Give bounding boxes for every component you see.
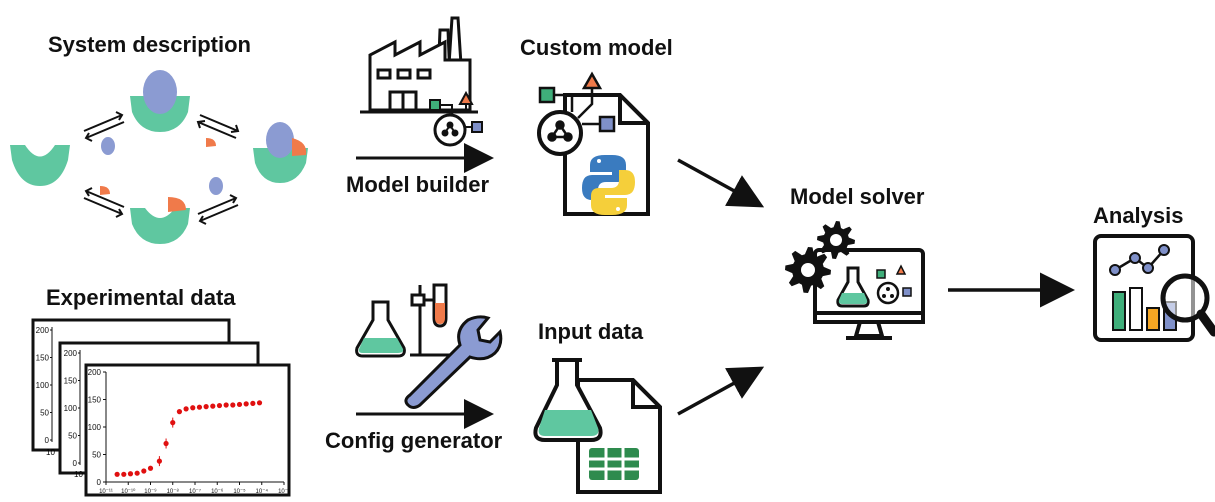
experimental-plots: 0 50 100 150 200 10⁻¹ 0 50 100 150 200 10⁻¹ 0 50 1…	[31, 318, 291, 497]
python-document-icon	[537, 71, 650, 216]
experimental-data-label: Experimental data	[46, 285, 236, 310]
gear-icon	[817, 221, 855, 259]
y-tick-label: 0	[97, 478, 102, 487]
back-plot-y-tick: 200	[64, 349, 78, 358]
receptor-orange-bound-icon	[130, 197, 190, 244]
data-point	[243, 401, 249, 407]
data-point	[223, 402, 229, 408]
free-blue-ligand-icon	[209, 177, 223, 195]
binding-equilibrium-scheme	[10, 70, 308, 244]
x-tick-label: 10⁻⁹	[144, 488, 157, 495]
input-to-solver-arrow	[677, 366, 765, 416]
model-solver-label: Model solver	[790, 184, 925, 209]
receptor-ternary-icon	[253, 122, 308, 183]
data-point	[256, 400, 263, 406]
system-description-label: System description	[48, 32, 251, 57]
back-plot-y-tick: 200	[36, 326, 50, 335]
data-point	[190, 405, 196, 411]
back-plot-y-tick: 100	[64, 404, 78, 413]
data-point	[114, 471, 120, 477]
data-point	[163, 440, 169, 447]
gear-icon	[785, 247, 831, 293]
factory-icon	[360, 16, 478, 114]
back-plot-x-tick: 10⁻¹	[46, 448, 62, 457]
custom-to-solver-arrow	[677, 158, 765, 208]
data-point	[230, 402, 236, 408]
data-point	[210, 403, 216, 409]
receptor-empty-icon	[10, 145, 70, 186]
data-point	[196, 404, 203, 410]
back-plot-y-tick: 150	[36, 354, 50, 363]
lab-wrench-icon	[355, 283, 503, 409]
free-orange-ligand-icon	[206, 138, 216, 147]
y-tick-label: 50	[92, 451, 101, 460]
equilibrium-arrows	[83, 111, 240, 225]
data-point	[170, 420, 176, 426]
x-tick-label: 10⁻¹¹	[99, 489, 113, 495]
model-builder-label: Model builder	[346, 172, 489, 197]
gear-hole	[801, 263, 815, 277]
network-icon	[429, 90, 483, 147]
x-tick-label: 10⁻⁸	[167, 488, 180, 495]
back-plot-y-tick: 100	[36, 381, 50, 390]
data-point	[121, 471, 127, 477]
x-tick-label: 10⁻¹⁰	[121, 488, 136, 495]
y-tick-label: 100	[88, 423, 102, 432]
back-plot-x-tick: 10⁻¹	[74, 470, 90, 479]
gear-hole	[830, 234, 842, 246]
x-tick-label: 10⁻⁴	[256, 488, 269, 495]
input-data-label: Input data	[538, 319, 644, 344]
custom-model-label: Custom model	[520, 35, 673, 60]
data-point	[216, 402, 223, 409]
analysis-label: Analysis	[1093, 203, 1184, 228]
x-tick-label: 10⁻⁵	[233, 488, 246, 495]
monitor-gears-icon	[785, 221, 925, 340]
back-plot-y-tick: 50	[68, 432, 77, 441]
spreadsheet-document-icon	[533, 358, 662, 494]
analysis-magnifier-icon	[1093, 234, 1215, 342]
free-orange-ligand-icon	[100, 186, 110, 195]
data-point	[250, 400, 256, 406]
data-point	[127, 471, 134, 477]
data-point	[183, 406, 189, 412]
x-tick-label: 10⁻⁷	[189, 488, 201, 495]
y-tick-label: 150	[88, 396, 102, 405]
data-point	[156, 458, 162, 464]
y-tick-label: 200	[88, 368, 102, 377]
back-plot-y-tick: 150	[64, 377, 78, 386]
data-point	[236, 401, 243, 408]
data-point	[147, 465, 154, 471]
data-point	[176, 409, 183, 415]
back-plot-y-tick: 0	[73, 459, 78, 468]
free-blue-ligand-icon	[101, 137, 115, 155]
config-generator-label: Config generator	[325, 428, 503, 453]
x-tick-label: 10⁻⁶	[211, 488, 224, 495]
receptor-blue-bound-icon	[130, 70, 190, 132]
data-point	[141, 468, 147, 474]
data-point	[203, 404, 209, 410]
data-point	[134, 470, 140, 476]
x-tick-label: 10⁻³	[278, 489, 290, 495]
back-plot-y-tick: 0	[45, 436, 50, 445]
back-plot-y-tick: 50	[40, 409, 49, 418]
